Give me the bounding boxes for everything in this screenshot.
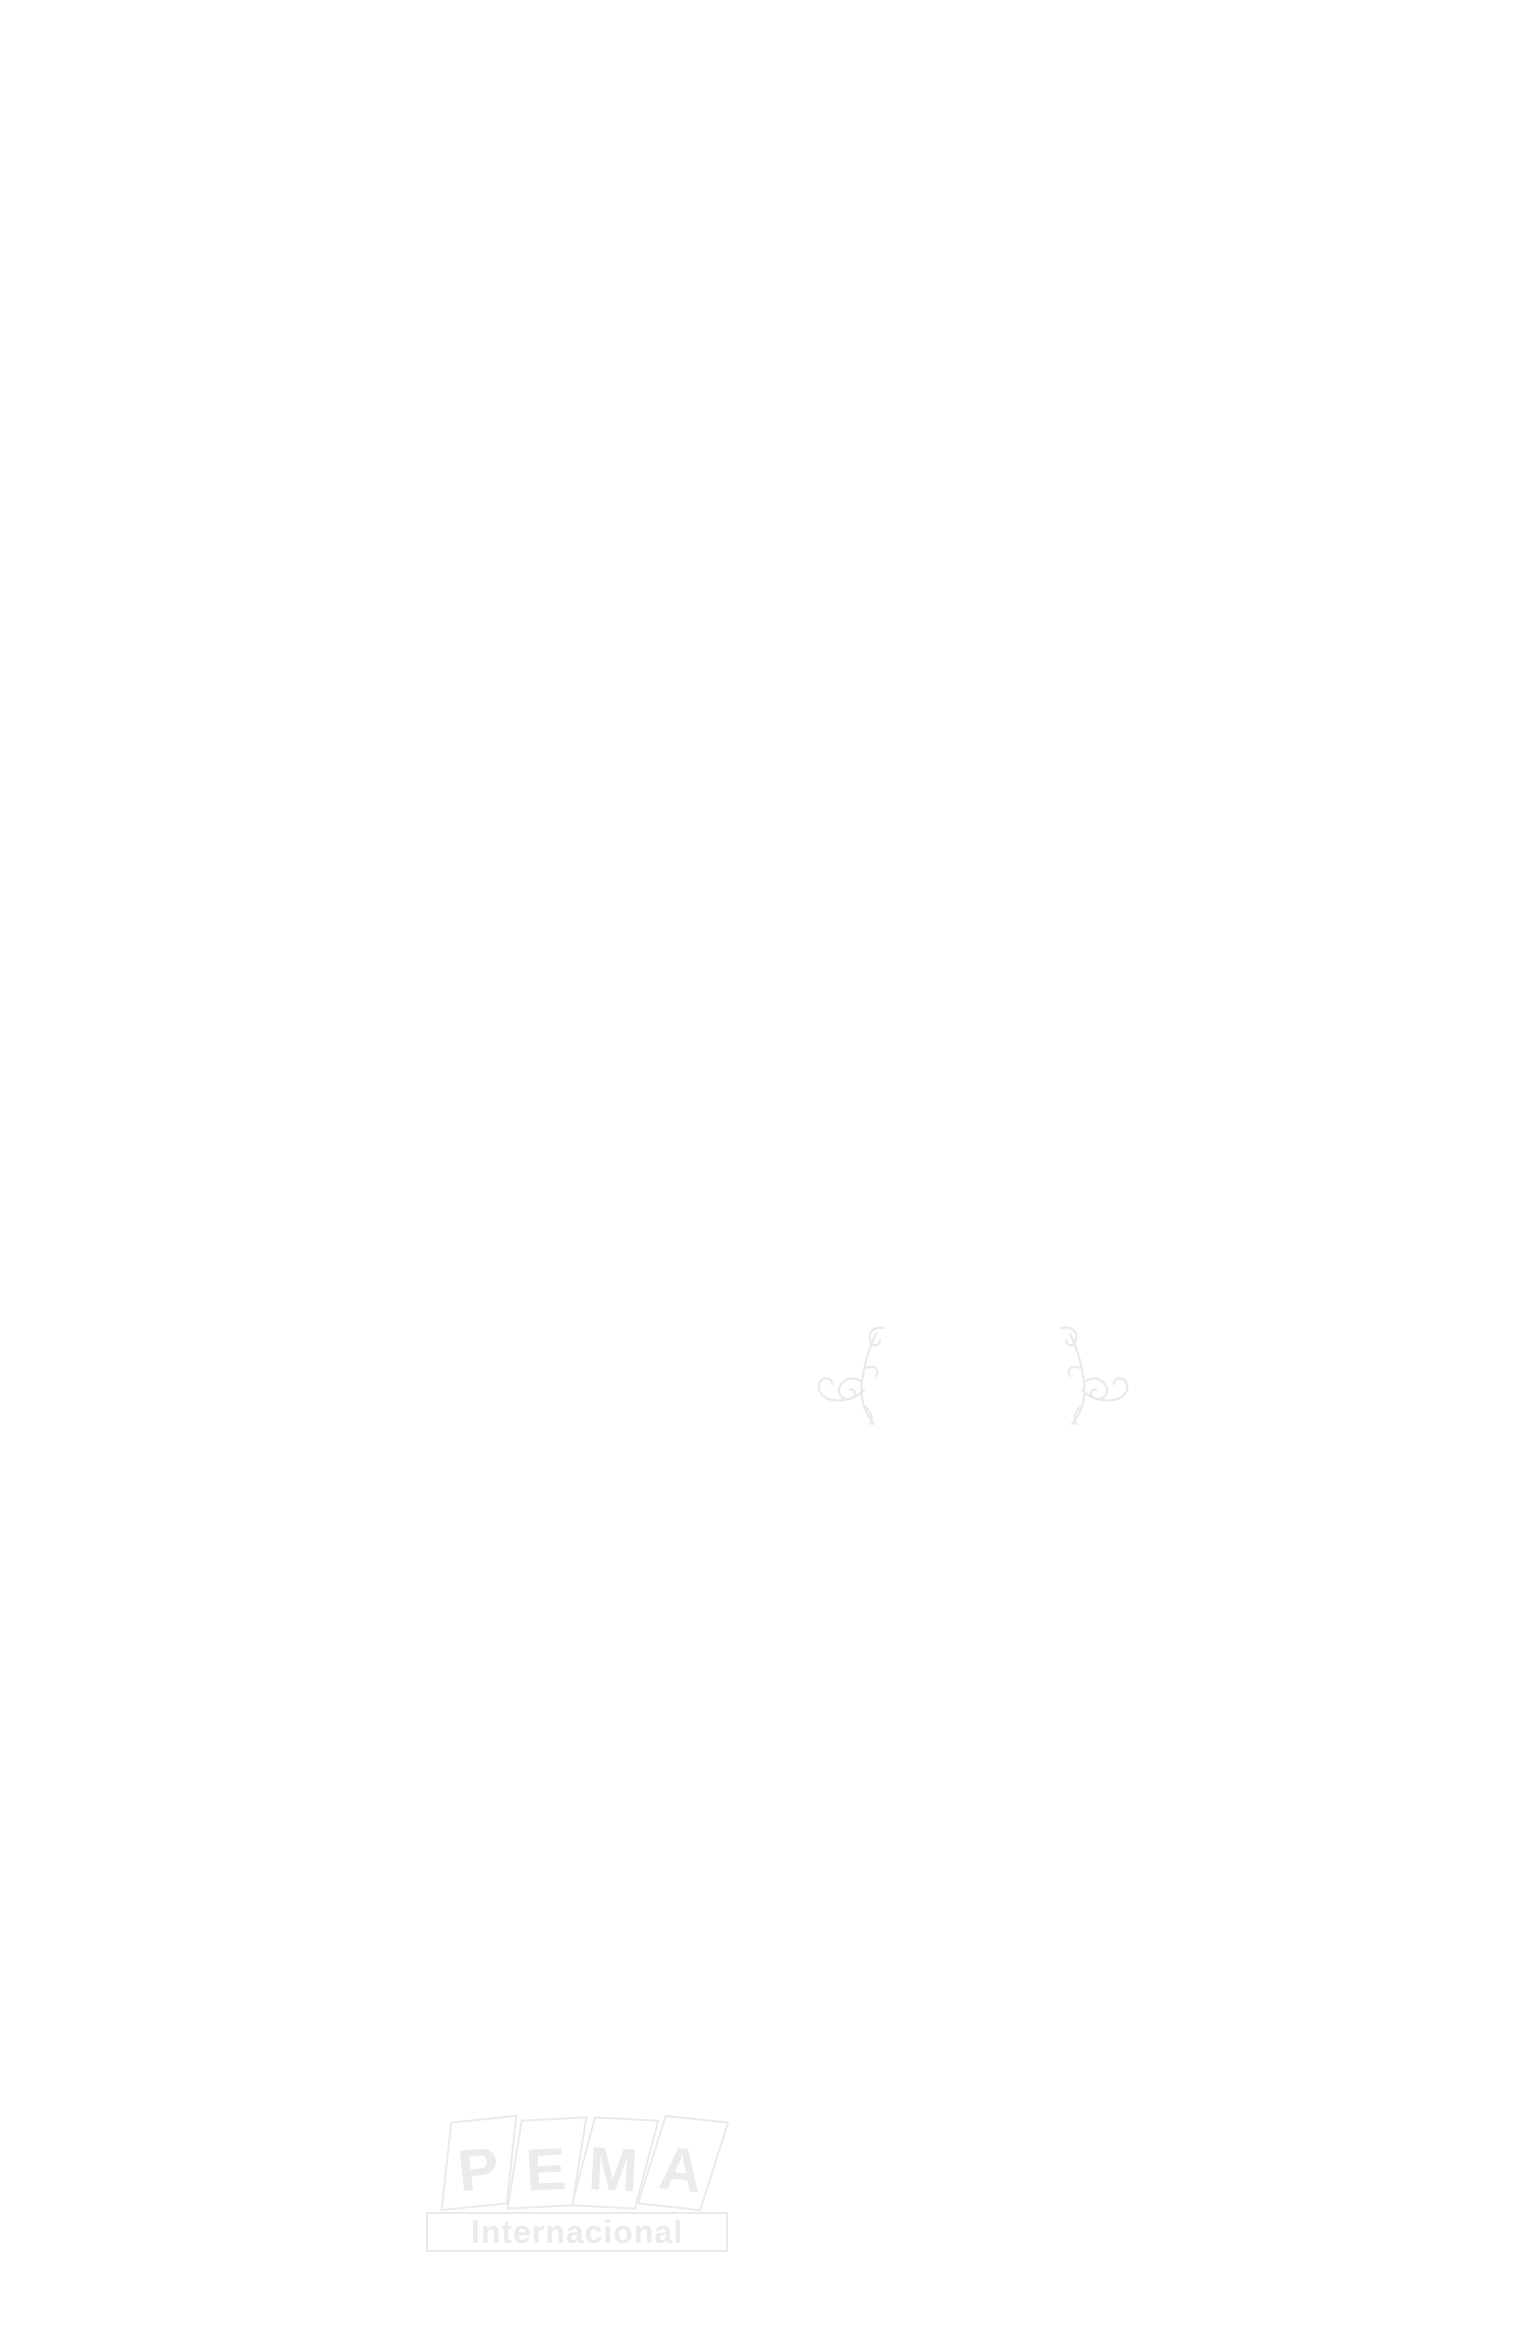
logo-banner: Internacional [426,2212,728,2252]
logo-card-p: P [440,2114,518,2212]
logo-letter-p: P [454,2134,503,2205]
logo-letter-m: M [586,2134,640,2205]
logo-cards: P E M A [434,2114,734,2212]
flourish-right-icon [1036,1320,1132,1428]
logo-letter-e: E [523,2135,568,2204]
flourish-left-icon [814,1320,910,1428]
logo-letter-a: A [656,2133,706,2206]
pema-internacional-logo: P E M A Internacional [426,2114,734,2256]
